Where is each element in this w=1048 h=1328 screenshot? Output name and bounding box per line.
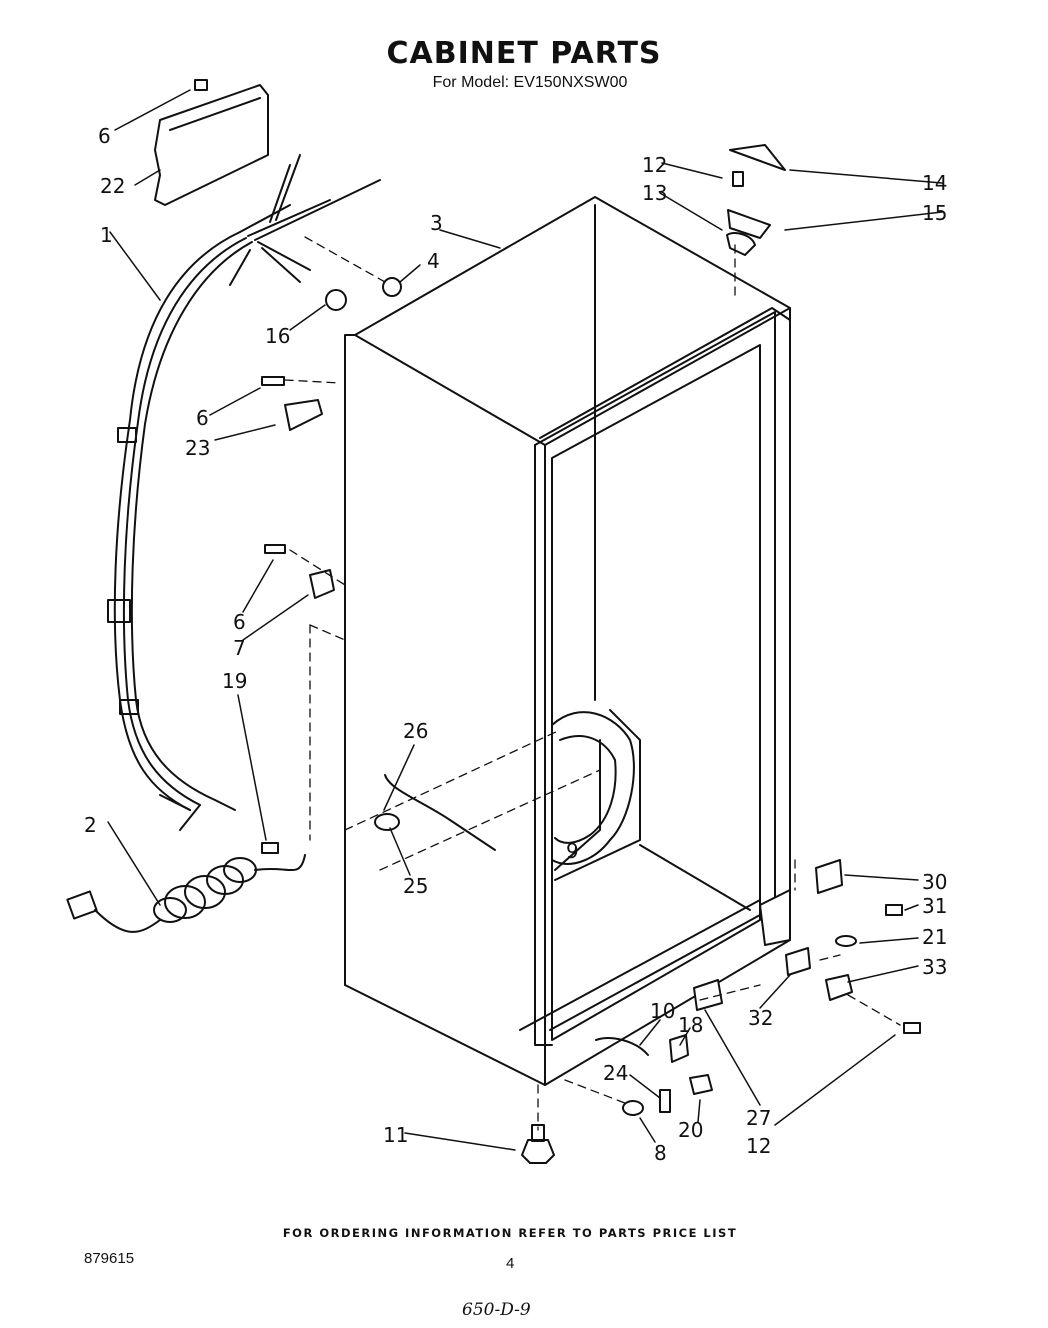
callout-23: 23 — [185, 436, 210, 460]
callout-4: 4 — [427, 249, 440, 273]
service-cord — [66, 854, 306, 933]
callout-6-mid: 6 — [196, 406, 209, 430]
callout-12-top: 12 — [642, 153, 667, 177]
callout-11: 11 — [383, 1123, 408, 1147]
document-number: 879615 — [84, 1250, 135, 1267]
callout-24: 24 — [603, 1061, 628, 1085]
callout-19: 19 — [222, 669, 247, 693]
callout-8: 8 — [654, 1141, 667, 1165]
callout-3: 3 — [430, 211, 443, 235]
callout-25: 25 — [403, 874, 428, 898]
callout-13: 13 — [642, 181, 667, 205]
callout-10: 10 — [650, 999, 675, 1023]
page-title: CABINET PARTS — [386, 36, 662, 71]
page-number: 4 — [506, 1255, 515, 1272]
callout-31: 31 — [922, 894, 947, 918]
callout-9: 9 — [566, 839, 579, 863]
callout-labels: 6 22 1 3 4 16 6 23 6 7 19 26 9 2 25 12 1… — [84, 124, 947, 1165]
leader-lines — [107, 89, 943, 1151]
model-subtitle: For Model: EV150NXSW00 — [432, 74, 628, 91]
callout-21: 21 — [922, 925, 947, 949]
callout-6-top: 6 — [98, 124, 111, 148]
callout-22: 22 — [100, 174, 125, 198]
small-parts — [154, 79, 921, 1164]
callout-7: 7 — [233, 636, 246, 660]
callout-2: 2 — [84, 813, 97, 837]
callout-14: 14 — [922, 171, 947, 195]
callout-26: 26 — [403, 719, 428, 743]
callout-33: 33 — [922, 955, 947, 979]
ordering-note: FOR ORDERING INFORMATION REFER TO PARTS … — [282, 1226, 738, 1240]
callout-6-low: 6 — [233, 610, 246, 634]
callout-12-bottom: 12 — [746, 1134, 771, 1158]
callout-30: 30 — [922, 870, 947, 894]
callout-18: 18 — [678, 1013, 703, 1037]
callout-27: 27 — [746, 1106, 771, 1130]
callout-16: 16 — [265, 324, 290, 348]
callout-32: 32 — [748, 1006, 773, 1030]
handwritten-note: 650-D-9 — [462, 1300, 531, 1320]
alignment-lines — [284, 236, 901, 1131]
callout-1: 1 — [100, 223, 113, 247]
evaporator-cutout — [551, 711, 635, 865]
wiring-harness — [107, 154, 381, 831]
callout-20: 20 — [678, 1118, 703, 1142]
callout-15: 15 — [922, 201, 947, 225]
cabinet-body — [344, 196, 791, 1086]
